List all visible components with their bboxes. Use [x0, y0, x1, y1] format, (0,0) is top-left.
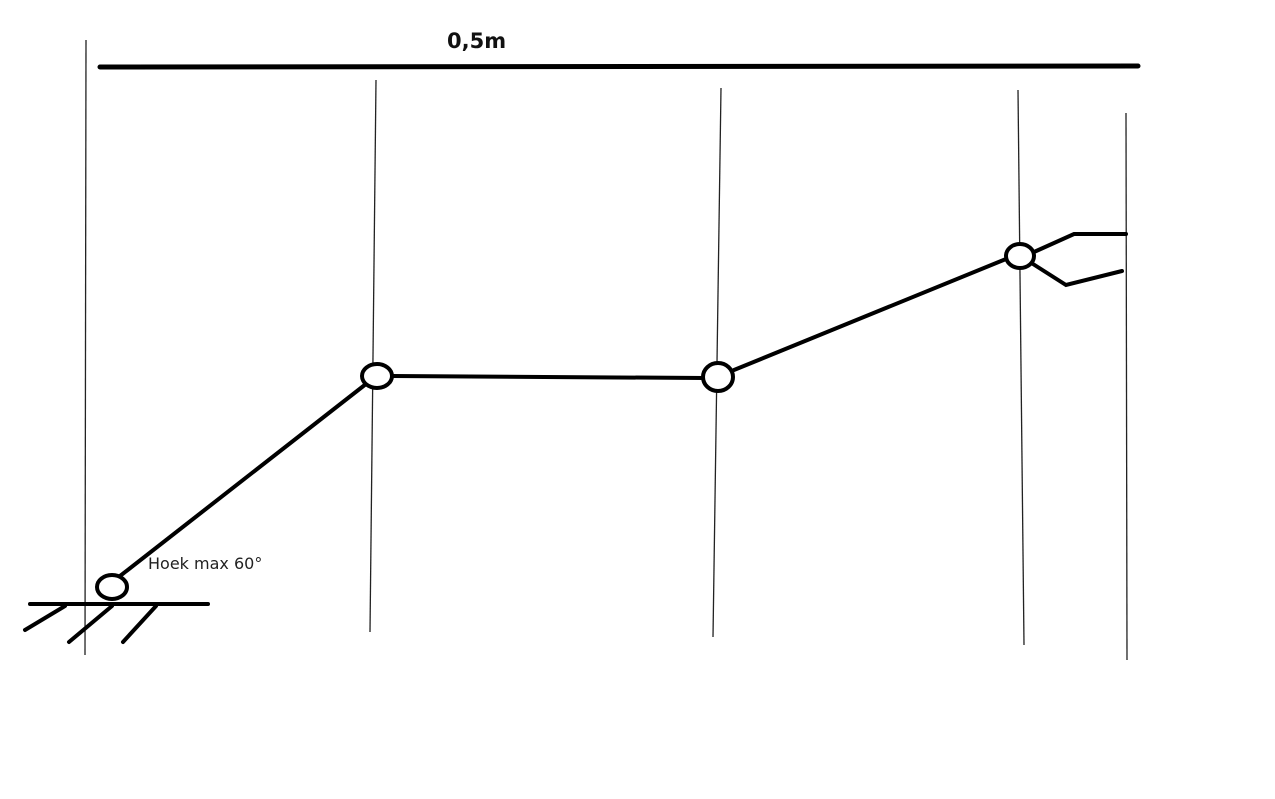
guide-line: [1125, 112, 1128, 661]
joint-3: [701, 361, 735, 393]
arm-link-3: [732, 257, 1008, 372]
ground-hatch: [121, 604, 158, 644]
dimension-label: 0,5m: [447, 29, 506, 53]
ground-hatch: [23, 604, 67, 632]
angle-label: Hoek max 60°: [148, 554, 262, 573]
dimension-line: [97, 63, 1141, 70]
guide-line: [1017, 89, 1025, 646]
guide-line: [369, 79, 377, 633]
ground-hatch: [67, 604, 114, 644]
arm-link-2: [390, 374, 706, 380]
guide-line: [84, 39, 87, 656]
joints: [95, 242, 1036, 601]
arm-link-1: [118, 382, 368, 578]
dimension-annotation: 0,5m: [97, 29, 1141, 70]
gripper: [1031, 232, 1128, 288]
arm-links: [118, 257, 1008, 578]
joint-4: [1004, 242, 1036, 270]
gripper-lower-jaw: [1031, 262, 1124, 288]
joint-2: [360, 362, 394, 390]
base-joint: [95, 573, 129, 601]
ground-base: [23, 602, 210, 644]
gripper-upper-jaw: [1032, 232, 1128, 254]
